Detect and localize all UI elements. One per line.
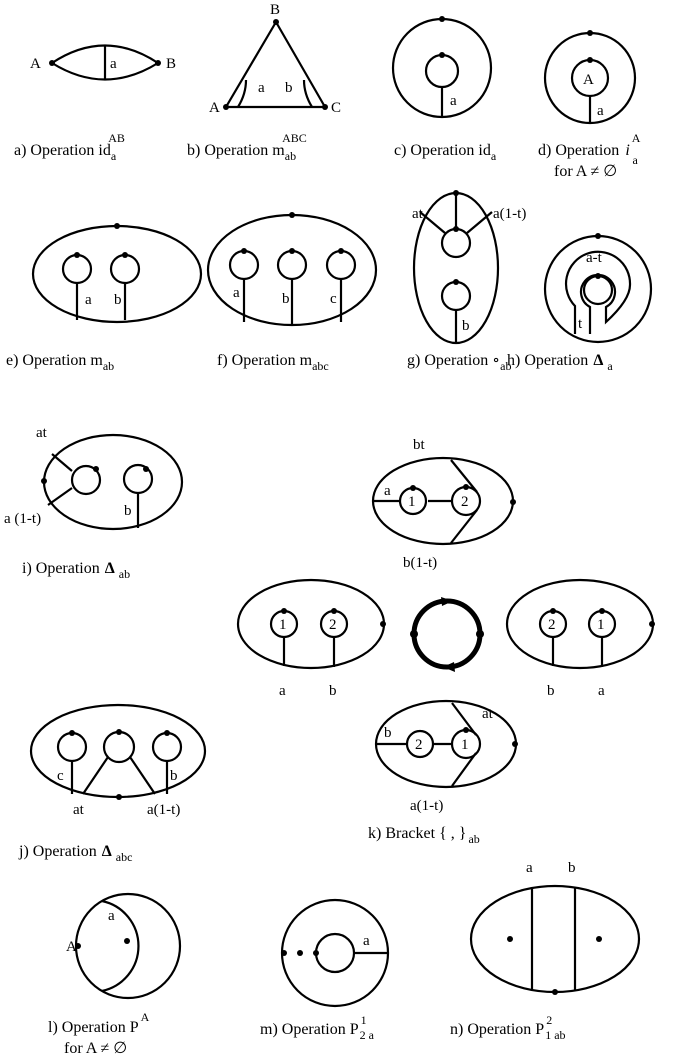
label-a-1-t: a(1-t) — [493, 206, 526, 222]
label-b: b — [170, 768, 178, 784]
label-b: b — [285, 80, 293, 96]
label-a-1-t: a (1-t) — [4, 511, 41, 527]
label-b: b — [384, 725, 392, 741]
label-b: b — [114, 292, 122, 308]
label-2: 2 — [329, 617, 337, 633]
label-c: c — [57, 768, 64, 784]
label-C: C — [331, 100, 341, 116]
label-A: A — [583, 72, 594, 88]
label-bt: bt — [413, 437, 426, 453]
label-1: 1 — [279, 617, 287, 633]
label-a: a — [258, 80, 265, 96]
label-a: a — [384, 483, 391, 499]
label-b: b — [462, 318, 470, 334]
label-b: b — [282, 291, 290, 307]
label-1: 1 — [408, 494, 416, 510]
label-a: a — [526, 860, 533, 876]
label-B: B — [270, 2, 280, 18]
diagram-k-lower: 2 1 b at a(1-t) k) Bracket { , }ab — [368, 699, 518, 846]
label-a: a — [279, 683, 286, 699]
caption-a: a) Operation idaAB — [14, 131, 125, 163]
diagram-c: a c) Operation ida — [391, 16, 497, 163]
label-b-1-t: b(1-t) — [403, 555, 437, 571]
diagram-f: a b c f) Operation mabc — [206, 212, 378, 373]
label-B: B — [166, 56, 176, 72]
label-A: A — [30, 56, 41, 72]
label-at: at — [482, 706, 494, 722]
diagram-g: at a(1-t) b g) Operation ∘ab — [407, 190, 526, 373]
caption-e: e) Operation mab — [6, 352, 114, 373]
caption-l: l) Operation PA — [48, 1010, 150, 1036]
label-A: A — [66, 939, 77, 955]
label-b: b — [124, 503, 132, 519]
label-1: 1 — [461, 737, 469, 753]
label-t: t — [578, 316, 583, 332]
label-a-t: a-t — [586, 250, 603, 266]
label-a-1-t: a(1-t) — [410, 798, 443, 814]
caption-b: b) Operation mabABC — [187, 131, 307, 163]
caption-c: c) Operation ida — [394, 142, 497, 163]
caption-f: f) Operation mabc — [217, 352, 329, 373]
label-a: a — [598, 683, 605, 699]
diagram-k-upper: 1 2 a bt b(1-t) — [371, 437, 516, 571]
label-b: b — [568, 860, 576, 876]
label-1: 1 — [597, 617, 605, 633]
label-at: at — [412, 206, 424, 222]
label-b: b — [547, 683, 555, 699]
caption-l-condition: for A ≠ ∅ — [64, 1040, 127, 1057]
diagram-l: A a l) Operation PA for A ≠ ∅ — [48, 892, 182, 1057]
label-b: b — [329, 683, 337, 699]
caption-d-condition: for A ≠ ∅ — [554, 163, 617, 180]
label-a: a — [233, 285, 240, 301]
diagram-a: A B a a) Operation idaAB — [14, 44, 176, 163]
label-at: at — [73, 802, 85, 818]
label-a: a — [597, 103, 604, 119]
label-A: A — [209, 100, 220, 116]
label-a-1-t: a(1-t) — [147, 802, 180, 818]
label-2: 2 — [461, 494, 469, 510]
label-a: a — [110, 56, 117, 72]
label-a: a — [108, 908, 115, 924]
label-2: 2 — [415, 737, 423, 753]
diagram-b: B A C a b b) Operation mabABC — [187, 2, 341, 163]
caption-g: g) Operation ∘ab — [407, 352, 511, 373]
label-2: 2 — [548, 617, 556, 633]
diagram-k-middle: 1 2 a b 2 1 b a — [236, 578, 655, 699]
label-c: c — [330, 291, 337, 307]
diagram-e: a b e) Operation mab — [6, 223, 203, 373]
label-a: a — [85, 292, 92, 308]
label-at: at — [36, 425, 48, 441]
label-a: a — [450, 93, 457, 109]
caption-k: k) Bracket { , }ab — [368, 825, 480, 846]
label-a: a — [363, 933, 370, 949]
